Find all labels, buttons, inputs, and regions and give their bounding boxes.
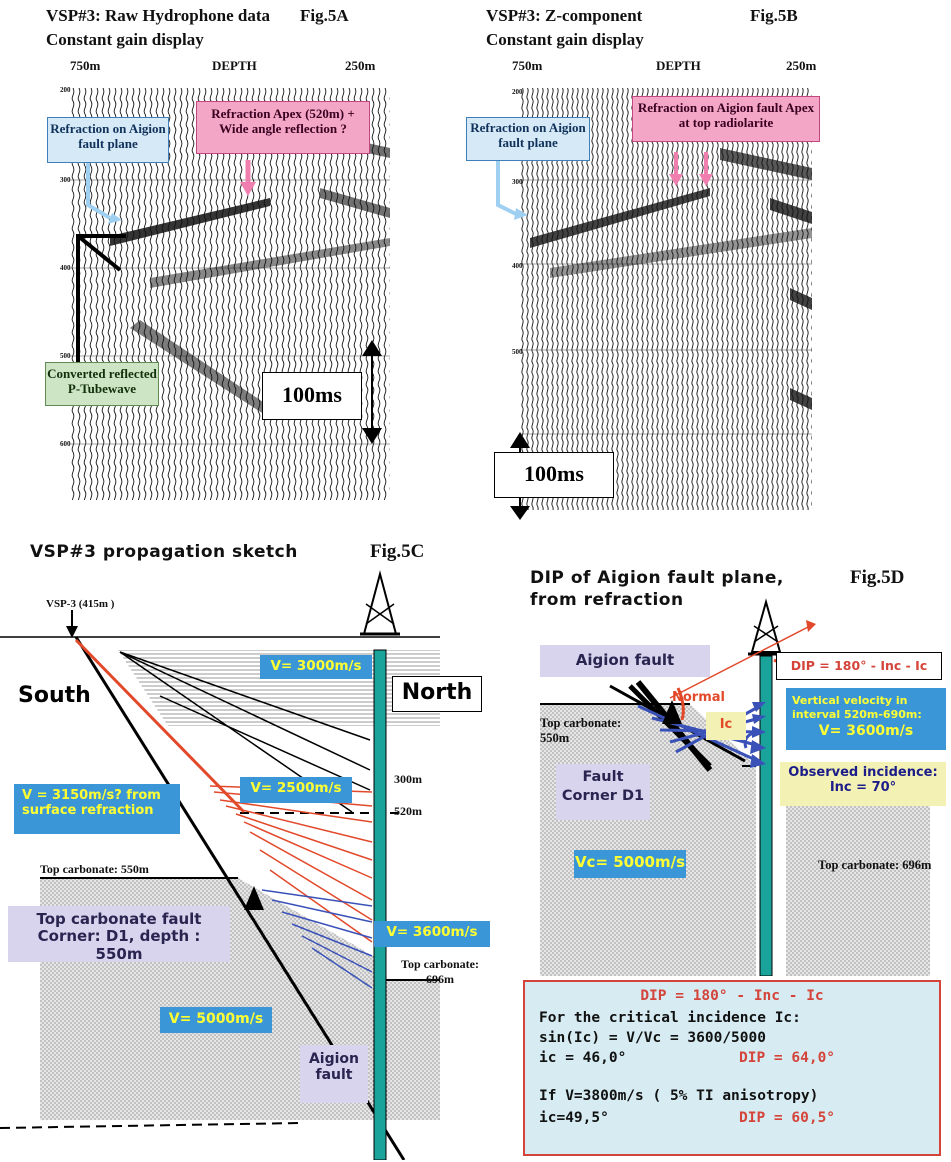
fig5c-label: Fig.5C (370, 541, 425, 562)
fig5d-vc-label: Vc= 5000m/s (574, 850, 686, 878)
formula-line2: sin(Ic) = V/Vc = 3600/5000 (539, 1030, 766, 1046)
fig5a-tick-300: 300 (60, 176, 71, 184)
fig5b-title: VSP#3: Z-component (486, 6, 643, 25)
formula-line5b: DIP = 60,5° (739, 1110, 836, 1126)
fig5c-velocity-3150: V = 3150m/s? from surface refraction (14, 784, 180, 834)
formula-line3a: ic = 46,0° (539, 1050, 627, 1066)
fig5b-subtitle: Constant gain display (486, 30, 644, 49)
fig5c-fault-label: Aigion fault (300, 1045, 368, 1103)
fig5b-annotations (496, 152, 713, 520)
fig5d-observed-line1: Observed incidence: (788, 765, 938, 780)
fig5b-tick-400: 400 (512, 262, 523, 270)
fig5d-title-1: DIP of Aigion fault plane, (530, 568, 784, 588)
fig5c-depth-520: 520m (394, 804, 422, 818)
fig5c-south: South (18, 683, 91, 708)
fig5a-scale-label: 100ms (262, 372, 362, 420)
fig5c-corner-label: Top carbonate fault Corner: D1, depth : … (8, 906, 230, 962)
fig5c-depth-300: 300m (394, 772, 422, 786)
formula-line3b: DIP = 64,0° (739, 1050, 836, 1066)
fig5d-title-2: from refraction (530, 590, 684, 610)
fig5a-title: VSP#3: Raw Hydrophone data (46, 6, 271, 25)
fig5d-vert-vel-value: V= 3600m/s (818, 722, 914, 739)
fig5b-tick-500: 500 (512, 348, 523, 356)
fig5a-tick-200: 200 (60, 86, 71, 94)
fig5c-north: North (392, 676, 482, 712)
fig5c-velocity-3600: V= 3600m/s (374, 921, 490, 947)
fig5a-refraction-fault-label: Refraction on Aigion fault plane (47, 117, 169, 163)
fig5a-refraction-apex-label: Refraction Apex (520m) + Wide angle refl… (196, 101, 370, 154)
fig5d-vert-vel-line2: interval 520m-690m: (792, 707, 922, 721)
fig5b-label: Fig.5B (750, 6, 798, 25)
fig5a-depth-right: 250m (345, 58, 376, 73)
fig5b-scale-label: 100ms (494, 452, 614, 498)
fig5c-sketch (0, 570, 440, 1160)
formula-title: DIP = 180° - Inc - Ic (640, 988, 824, 1004)
fig5d-vert-vel-line1: Vertical velocity in (792, 694, 908, 707)
fig5a-tick-400: 400 (60, 264, 71, 272)
fig5b-tick-200: 200 (512, 88, 523, 96)
fig5b-depth-center: DEPTH (656, 58, 701, 73)
fig5c-velocity-3000: V= 3000m/s (260, 655, 372, 679)
fig5c-velocity-2500: V= 2500m/s (240, 777, 352, 803)
formula-line1: For the critical incidence Ic: (539, 1010, 801, 1026)
fig5a-tick-600: 600 (60, 440, 71, 448)
fig5c-top-carb-right: Top carbonate: 696m (401, 957, 479, 986)
fig5b-tick-300: 300 (512, 178, 523, 186)
formula-line4: If V=3800m/s ( 5% TI anisotropy) (539, 1088, 819, 1104)
fig5d-observed-incidence: Observed incidence: Inc = 70° (780, 762, 946, 806)
fig5b-depth-left: 750m (512, 58, 543, 73)
fig5d-dip-box: DIP = 180° - Inc - Ic (776, 652, 942, 680)
fig5b-depth-right: 250m (786, 58, 817, 73)
formula-line5a: ic=49,5° (539, 1110, 609, 1126)
fig5c-velocity-5000: V= 5000m/s (160, 1007, 272, 1033)
fig5c-top-carb-left: Top carbonate: 550m (40, 862, 149, 876)
fig5a-converted-label: Converted reflected P-Tubewave (45, 362, 159, 406)
fig5d-observed-line2: Inc = 70° (829, 779, 897, 795)
fig5d-corner-label: Fault Corner D1 (556, 764, 650, 820)
fig5d-top-carb-left: Top carbonate: 550m (540, 716, 622, 745)
fig5a-depth-center: DEPTH (212, 58, 257, 73)
fig5c-title: VSP#3 propagation sketch (30, 542, 298, 562)
fig5b-refraction-fault-label: Refraction on Aigion fault plane (466, 117, 590, 161)
fig5a-depth-left: 750m (70, 58, 101, 73)
fig5a-label: Fig.5A (300, 6, 349, 25)
fig5c-source-label: VSP-3 (415m ) (46, 598, 115, 610)
fig5d-top-carb-right: Top carbonate: 696m (818, 858, 932, 872)
fig5d-vertical-velocity: Vertical velocity in interval 520m-690m:… (786, 688, 946, 750)
fig5b-refraction-apex-label: Refraction on Aigion fault Apex at top r… (632, 96, 820, 142)
fig5a-annotations (76, 158, 382, 444)
fig5a-tick-500: 500 (60, 352, 71, 360)
fig5d-label: Fig.5D (850, 567, 905, 588)
fig5a-subtitle: Constant gain display (46, 30, 204, 49)
fig5d-ic-label: Ic (706, 712, 746, 740)
dip-formula-box: DIP = 180° - Inc - Ic For the critical i… (523, 980, 941, 1156)
fig5d-fault-label: Aigion fault (540, 645, 710, 677)
fig5d-normal: Normal (672, 690, 725, 705)
